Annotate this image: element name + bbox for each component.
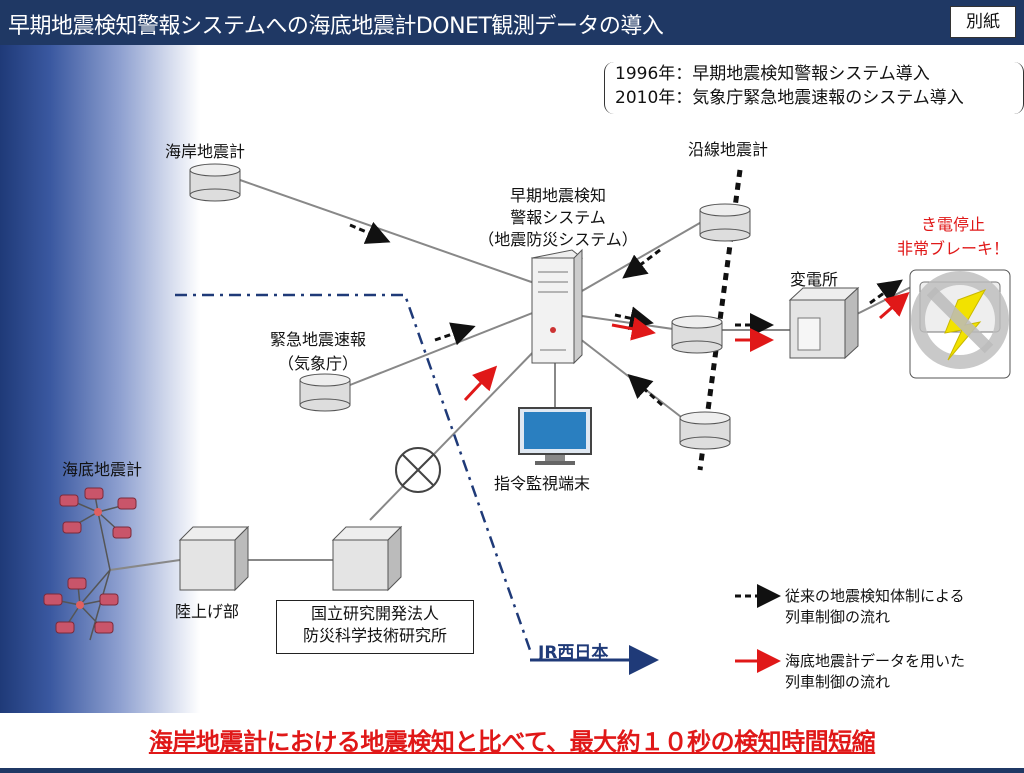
black-arrow-trackside-3 [627,373,664,407]
appendix-badge: 別紙 [950,6,1016,38]
system-label-line-1: 早期地震検知 [509,186,606,205]
legend-black-line-1: 従来の地震検知体制による [785,587,965,605]
red-arrow-train [879,292,910,320]
link-nied [369,344,541,521]
nied-label-line-2: 防災科学技術研究所 [302,626,447,645]
coastal-seismometer-label: 海岸地震計 [165,142,246,161]
trackside-label: 沿線地震計 [688,140,769,159]
page-title: 早期地震検知警報システムへの海底地震計DONET観測データの導入 [8,14,664,39]
ocean-network [54,494,126,641]
history-line-2: 2010年：気象庁緊急地震速報のシステム導入 [615,88,964,108]
landing-box [178,525,250,592]
terminal-label: 指令監視端末 [494,474,591,493]
train-stop-icon [909,269,1011,379]
conclusion-text: 海岸地震計における地震検知と比べて、最大約１０秒の検知時間短縮 [148,728,876,756]
jma-label-line-1: 緊急地震速報 [269,330,366,349]
system-label-line-2: 警報システム [510,208,606,227]
red-arrow-nied [463,365,498,402]
legend-black-line-2: 列車制御の流れ [785,608,891,626]
black-arrow-trackside-2 [614,306,654,331]
stop-label-line-1: き電停止 [920,215,985,234]
legend-red-line-1: 海底地震計データを用いた [785,652,966,670]
black-arrow-coastal [349,221,391,244]
substation-icon [788,286,860,360]
black-arrow-train [869,279,903,305]
substation-label: 変電所 [790,270,839,289]
jma-label-line-2: （気象庁） [277,354,358,373]
cylinder-trackside-1 [699,203,751,242]
black-arrow-trackside-1 [622,248,661,279]
red-arrow-trackside [611,316,656,341]
stop-label-line-2: 非常ブレーキ！ [896,239,1009,258]
nied-building [331,525,403,592]
link-jma [349,309,541,386]
cylinder-jma [299,373,351,412]
history-note: 1996年：早期地震検知警報システム導入 2010年：気象庁緊急地震速報のシステ… [604,62,1024,114]
stop-label: き電停止 非常ブレーキ！ [888,213,1018,261]
nied-label-line-1: 国立研究開発法人 [310,604,439,623]
cylinder-coastal [189,163,241,202]
server-icon [530,248,584,365]
nied-label: 国立研究開発法人 防災科学技術研究所 [276,600,474,654]
legend-red-text: 海底地震計データを用いた 列車制御の流れ [785,651,965,693]
title-bar: 早期地震検知警報システムへの海底地震計DONET観測データの導入 別紙 [0,0,1024,45]
cylinder-trackside-2 [671,315,723,354]
ocean-seismometer-cylinders [43,487,137,634]
system-label-line-3: （地震防災システム） [478,230,638,249]
history-line-1: 1996年：早期地震検知警報システム導入 [615,64,930,84]
monitor-icon [518,407,592,465]
link-train [854,284,916,316]
cylinder-trackside-3 [679,411,731,450]
link-ocean-landing [109,559,181,571]
jr-label: JR西日本 [538,643,609,663]
ocean-seismometer-label: 海底地震計 [62,460,143,479]
system-label: 早期地震検知 警報システム （地震防災システム） [468,185,648,251]
landing-label: 陸上げ部 [175,602,240,621]
jma-label: 緊急地震速報 （気象庁） [258,326,378,374]
legend-red-line-2: 列車制御の流れ [785,673,891,691]
black-arrow-jma [434,322,476,346]
bottom-rule [0,768,1024,773]
ocean-seismometer-nodes [76,508,102,609]
relay-icon [395,447,441,493]
legend-black-text: 従来の地震検知体制による 列車制御の流れ [785,586,965,628]
link-trackside-2 [574,314,681,331]
